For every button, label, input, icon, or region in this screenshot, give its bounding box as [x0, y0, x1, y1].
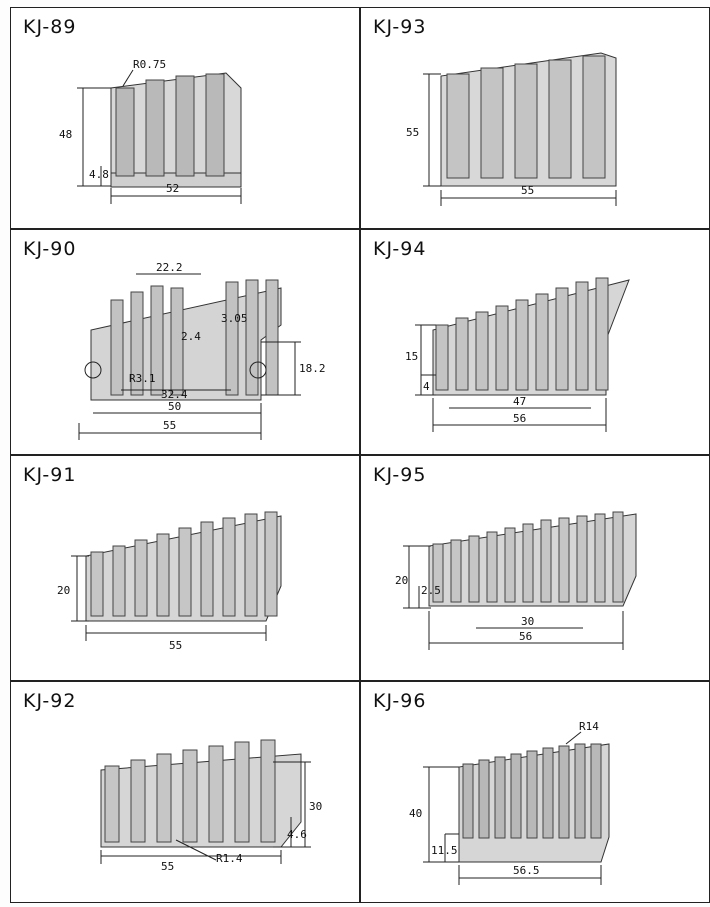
dim-label: 15 — [405, 350, 418, 363]
panel-code: KJ-92 — [23, 690, 77, 712]
dim-label: R0.75 — [133, 58, 166, 71]
dim-label: 2.5 — [421, 584, 441, 597]
panel-kj-93: KJ-93 55 55 — [360, 7, 710, 229]
dim-label: R3.1 — [129, 372, 156, 385]
dim-label: R1.4 — [216, 852, 243, 865]
dim-label: 30 — [521, 615, 534, 628]
dim-label: 4.8 — [89, 168, 109, 181]
dim-label: 3.05 — [221, 312, 248, 325]
heatsink-drawing: 15 4 47 56 — [405, 277, 630, 432]
dim-label: 50 — [168, 400, 181, 413]
dim-label: 55 — [521, 184, 534, 197]
dim-label: 55 — [161, 860, 174, 873]
dim-label: 22.2 — [156, 261, 183, 274]
dim-label: 55 — [406, 126, 419, 139]
dim-label: 30 — [309, 800, 322, 813]
heatsink-drawing: 55 55 — [406, 52, 617, 206]
dim-label: 56 — [519, 630, 532, 643]
dim-label: 47 — [513, 395, 526, 408]
dim-label: 4 — [423, 380, 430, 393]
dim-label: 52 — [166, 182, 179, 195]
dim-label: 48 — [59, 128, 72, 141]
heatsink-drawing: 30 4.6 55 R1.4 — [100, 739, 322, 873]
panel-code: KJ-90 — [23, 238, 77, 260]
panel-kj-92: KJ-92 — [10, 681, 360, 903]
dim-label: 55 — [169, 639, 182, 652]
panel-kj-96: KJ-96 — [360, 681, 710, 903]
dim-label: R14 — [579, 720, 599, 733]
panel-kj-90: KJ-90 — [10, 229, 360, 455]
heatsink-drawing: 22.2 2.4 3.05 R3.1 18.2 32.4 50 55 — [78, 261, 326, 440]
panel-kj-91: KJ-91 — [10, 455, 360, 681]
panel-code: KJ-96 — [373, 690, 427, 712]
dim-label: 4.6 — [287, 828, 307, 841]
panel-code: KJ-95 — [373, 464, 427, 486]
panel-code: KJ-94 — [373, 238, 427, 260]
dim-label: 20 — [395, 574, 408, 587]
heatsink-drawing: 20 55 — [57, 511, 282, 652]
dim-label: 20 — [57, 584, 70, 597]
dim-label: 56.5 — [513, 864, 540, 877]
heatsink-drawing: R14 40 11.5 56.5 — [409, 720, 610, 885]
panel-kj-95: KJ-95 — [360, 455, 710, 681]
dim-label: 40 — [409, 807, 422, 820]
panel-kj-89: KJ-89 R0.75 48 — [10, 7, 360, 229]
dim-label: 18.2 — [299, 362, 326, 375]
heatsink-drawing: 20 2.5 30 56 — [395, 511, 637, 650]
panel-code: KJ-93 — [373, 16, 427, 38]
dim-label: 56 — [513, 412, 526, 425]
dim-label: 32.4 — [161, 388, 188, 401]
panel-code: KJ-91 — [23, 464, 77, 486]
dim-label: 11.5 — [431, 844, 458, 857]
dim-label: 55 — [163, 419, 176, 432]
heatsink-drawing: R0.75 48 4.8 52 — [59, 58, 242, 204]
panel-kj-94: KJ-94 — [360, 229, 710, 455]
panel-code: KJ-89 — [23, 16, 77, 38]
dim-label: 2.4 — [181, 330, 201, 343]
